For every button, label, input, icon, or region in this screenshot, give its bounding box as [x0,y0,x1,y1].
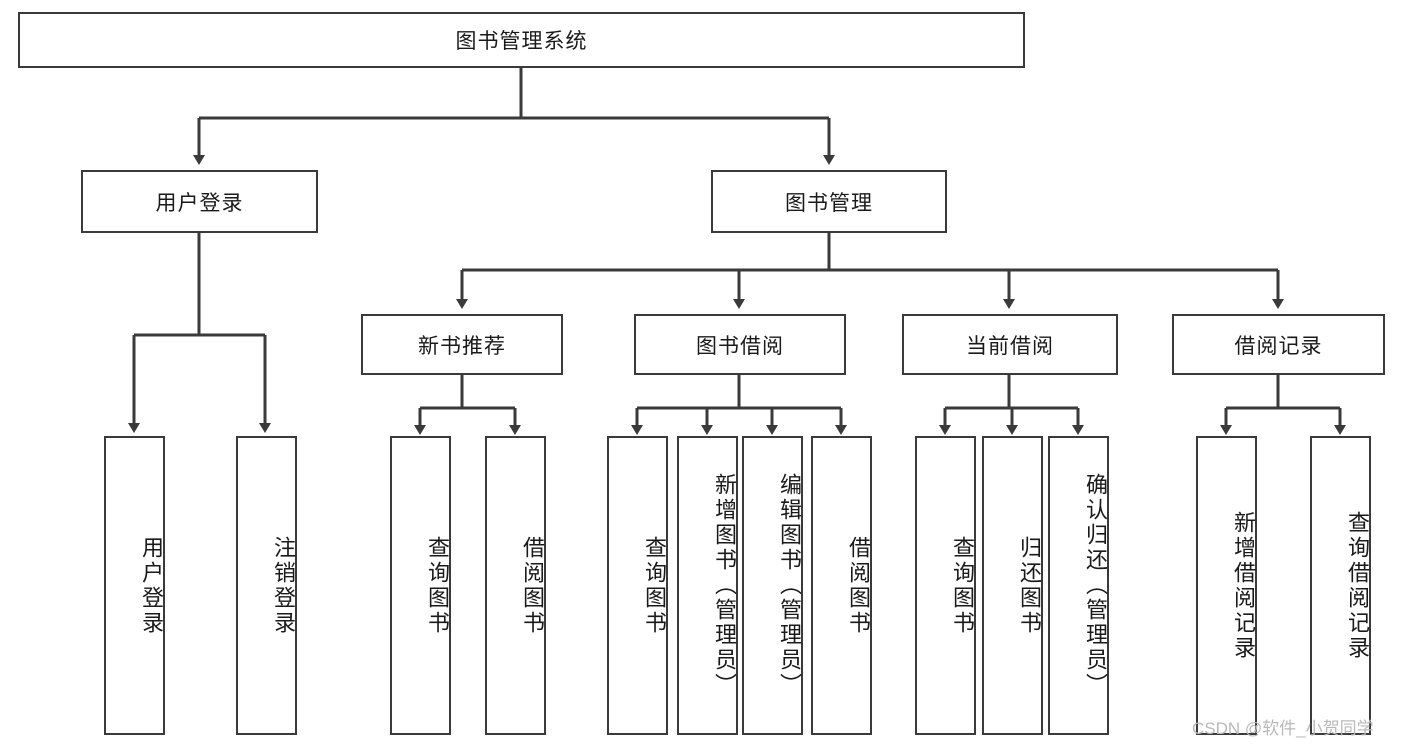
node-label: 归还图书 [1017,535,1042,636]
leaf-query-borrow-record[interactable]: 查询借阅记录 [1310,436,1371,735]
node-label: 图书管理 [785,191,873,215]
node-label: 查询图书 [642,535,667,636]
node-label: 新增借阅记录 [1231,510,1256,661]
leaf-borrow-book-recommend[interactable]: 借阅图书 [485,436,546,735]
node-user-login[interactable]: 用户登录 [81,170,318,233]
leaf-query-book-current[interactable]: 查询图书 [915,436,976,735]
node-label: 确认归还（管理员） [1083,473,1108,698]
node-label: 借阅图书 [846,535,871,636]
node-label: 图书借阅 [696,334,784,358]
node-book-management[interactable]: 图书管理 [711,170,947,233]
node-label: 新增图书（管理员） [712,473,737,698]
node-label: 查询借阅记录 [1345,510,1370,661]
leaf-return-book[interactable]: 归还图书 [982,436,1043,735]
node-root-book-management-system[interactable]: 图书管理系统 [18,12,1025,68]
node-label: 用户登录 [155,191,244,215]
node-book-borrow[interactable]: 图书借阅 [634,314,846,375]
leaf-query-book-recommend[interactable]: 查询图书 [390,436,451,735]
leaf-confirm-return-admin[interactable]: 确认归还（管理员） [1048,436,1109,735]
node-label: 当前借阅 [966,334,1054,358]
node-label: 查询图书 [425,535,450,636]
node-label: 用户登录 [139,535,164,636]
node-new-book-recommend[interactable]: 新书推荐 [361,314,563,375]
node-label: 注销登录 [271,535,296,636]
node-label: 借阅记录 [1234,334,1323,358]
node-label: 新书推荐 [418,334,506,358]
leaf-edit-book-admin[interactable]: 编辑图书（管理员） [742,436,803,735]
leaf-logout[interactable]: 注销登录 [236,436,297,735]
watermark: CSDN @软件_小贺同学 [1192,719,1374,738]
leaf-borrow-book[interactable]: 借阅图书 [811,436,872,735]
node-current-borrow[interactable]: 当前借阅 [902,314,1118,375]
node-label: 图书管理系统 [455,30,588,53]
leaf-add-book-admin[interactable]: 新增图书（管理员） [677,436,738,735]
node-label: 编辑图书（管理员） [777,473,802,698]
leaf-add-borrow-record[interactable]: 新增借阅记录 [1196,436,1257,735]
node-label: 查询图书 [950,535,975,636]
leaf-user-login[interactable]: 用户登录 [104,436,165,735]
node-borrow-record[interactable]: 借阅记录 [1172,314,1385,375]
node-label: 借阅图书 [520,535,545,636]
leaf-query-book-borrow[interactable]: 查询图书 [607,436,668,735]
